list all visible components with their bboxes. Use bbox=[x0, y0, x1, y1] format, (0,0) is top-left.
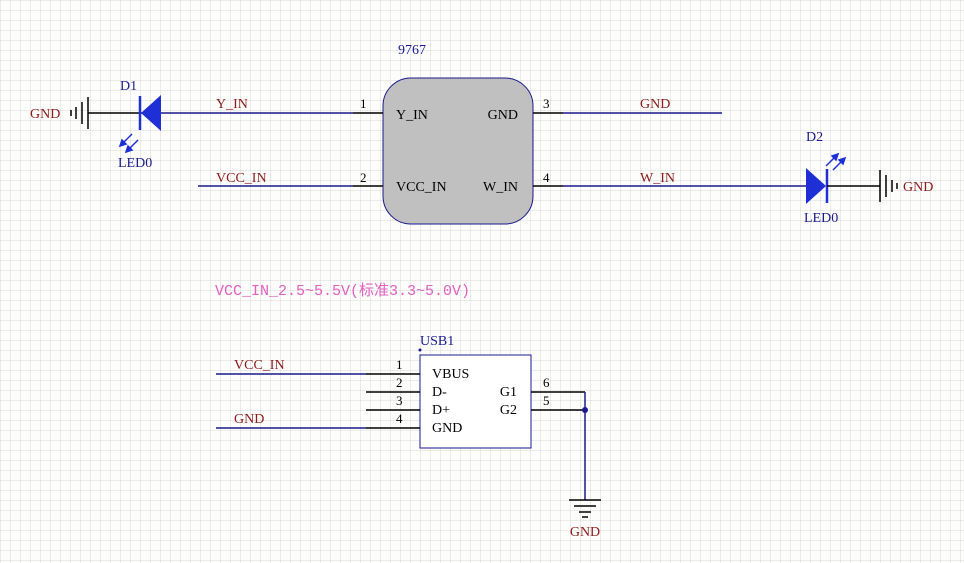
usb1-pin-num-6: 6 bbox=[543, 375, 550, 390]
net-label-vcc-in: VCC_IN bbox=[216, 171, 267, 186]
u1-pin2-num: 2 bbox=[360, 170, 367, 185]
net-label-usb-vcc: VCC_IN bbox=[234, 358, 285, 373]
u1-pin3-num: 3 bbox=[543, 96, 550, 111]
component-d1[interactable]: D1 LED0 GND bbox=[30, 79, 161, 171]
d2-gnd-label: GND bbox=[903, 180, 933, 195]
usb1-right-pins bbox=[531, 391, 585, 411]
u1-pin4-name: W_IN bbox=[483, 180, 518, 195]
d2-value: LED0 bbox=[804, 211, 838, 226]
u1-pin1-num: 1 bbox=[360, 96, 367, 111]
usb1-pin-num-4: 4 bbox=[396, 411, 403, 426]
usb-gnd-symbol bbox=[569, 499, 601, 518]
component-d2[interactable]: D2 LED0 GND bbox=[804, 130, 933, 226]
u1-pin2-name: VCC_IN bbox=[396, 180, 447, 195]
usb1-pin-name-vbus: VBUS bbox=[432, 367, 469, 382]
voltage-note: VCC_IN_2.5~5.5V(标准3.3~5.0V) bbox=[215, 282, 470, 300]
usb1-designator: USB1 bbox=[420, 334, 454, 349]
junction-dot bbox=[582, 407, 588, 413]
d2-light-arrows bbox=[825, 152, 847, 171]
usb1-pin-num-3: 3 bbox=[396, 393, 403, 408]
usb1-pin-name-g2: G2 bbox=[500, 403, 517, 418]
u1-pin4-num: 4 bbox=[543, 170, 550, 185]
net-label-w-in: W_IN bbox=[640, 171, 675, 186]
usb1-body bbox=[419, 354, 532, 449]
usb1-dot bbox=[418, 348, 422, 352]
u1-pins: 1 2 3 4 bbox=[353, 96, 563, 187]
usb1-pin-name-g1: G1 bbox=[500, 385, 517, 400]
net-label-usb-gnd: GND bbox=[234, 412, 264, 427]
usb1-left-pins bbox=[366, 373, 420, 429]
usb1-pin-name-dminus: D- bbox=[432, 385, 447, 400]
net-label-y-in: Y_IN bbox=[216, 97, 248, 112]
d1-designator: D1 bbox=[120, 79, 137, 94]
component-usb1[interactable]: USB1 VBUS D- D+ GND G1 G2 1 2 3 4 6 5 bbox=[366, 334, 585, 449]
u1-pin1-name: Y_IN bbox=[396, 108, 428, 123]
d1-triangle bbox=[141, 95, 161, 131]
component-u1[interactable]: 9767 Y_IN VCC_IN GND W_IN bbox=[382, 43, 534, 225]
top-wires bbox=[161, 112, 806, 187]
d2-designator: D2 bbox=[806, 130, 823, 145]
d1-light-arrows bbox=[118, 133, 139, 154]
u1-title: 9767 bbox=[398, 43, 426, 58]
usb1-pin-num-5: 5 bbox=[543, 393, 550, 408]
d1-gnd-label: GND bbox=[30, 107, 60, 122]
usb1-pin-name-dplus: D+ bbox=[432, 403, 450, 418]
d1-value: LED0 bbox=[118, 156, 152, 171]
usb1-pin-num-2: 2 bbox=[396, 375, 403, 390]
net-label-gnd: GND bbox=[640, 97, 670, 112]
u1-pin3-name: GND bbox=[488, 108, 518, 123]
usb1-pin-num-1: 1 bbox=[396, 357, 403, 372]
u1-body bbox=[382, 77, 534, 225]
usb1-pin-name-gnd: GND bbox=[432, 421, 462, 436]
usb-gnd-label: GND bbox=[570, 525, 600, 540]
d2-gnd-symbol bbox=[879, 170, 898, 202]
d1-gnd-symbol bbox=[70, 97, 89, 129]
d2-triangle bbox=[806, 168, 826, 204]
